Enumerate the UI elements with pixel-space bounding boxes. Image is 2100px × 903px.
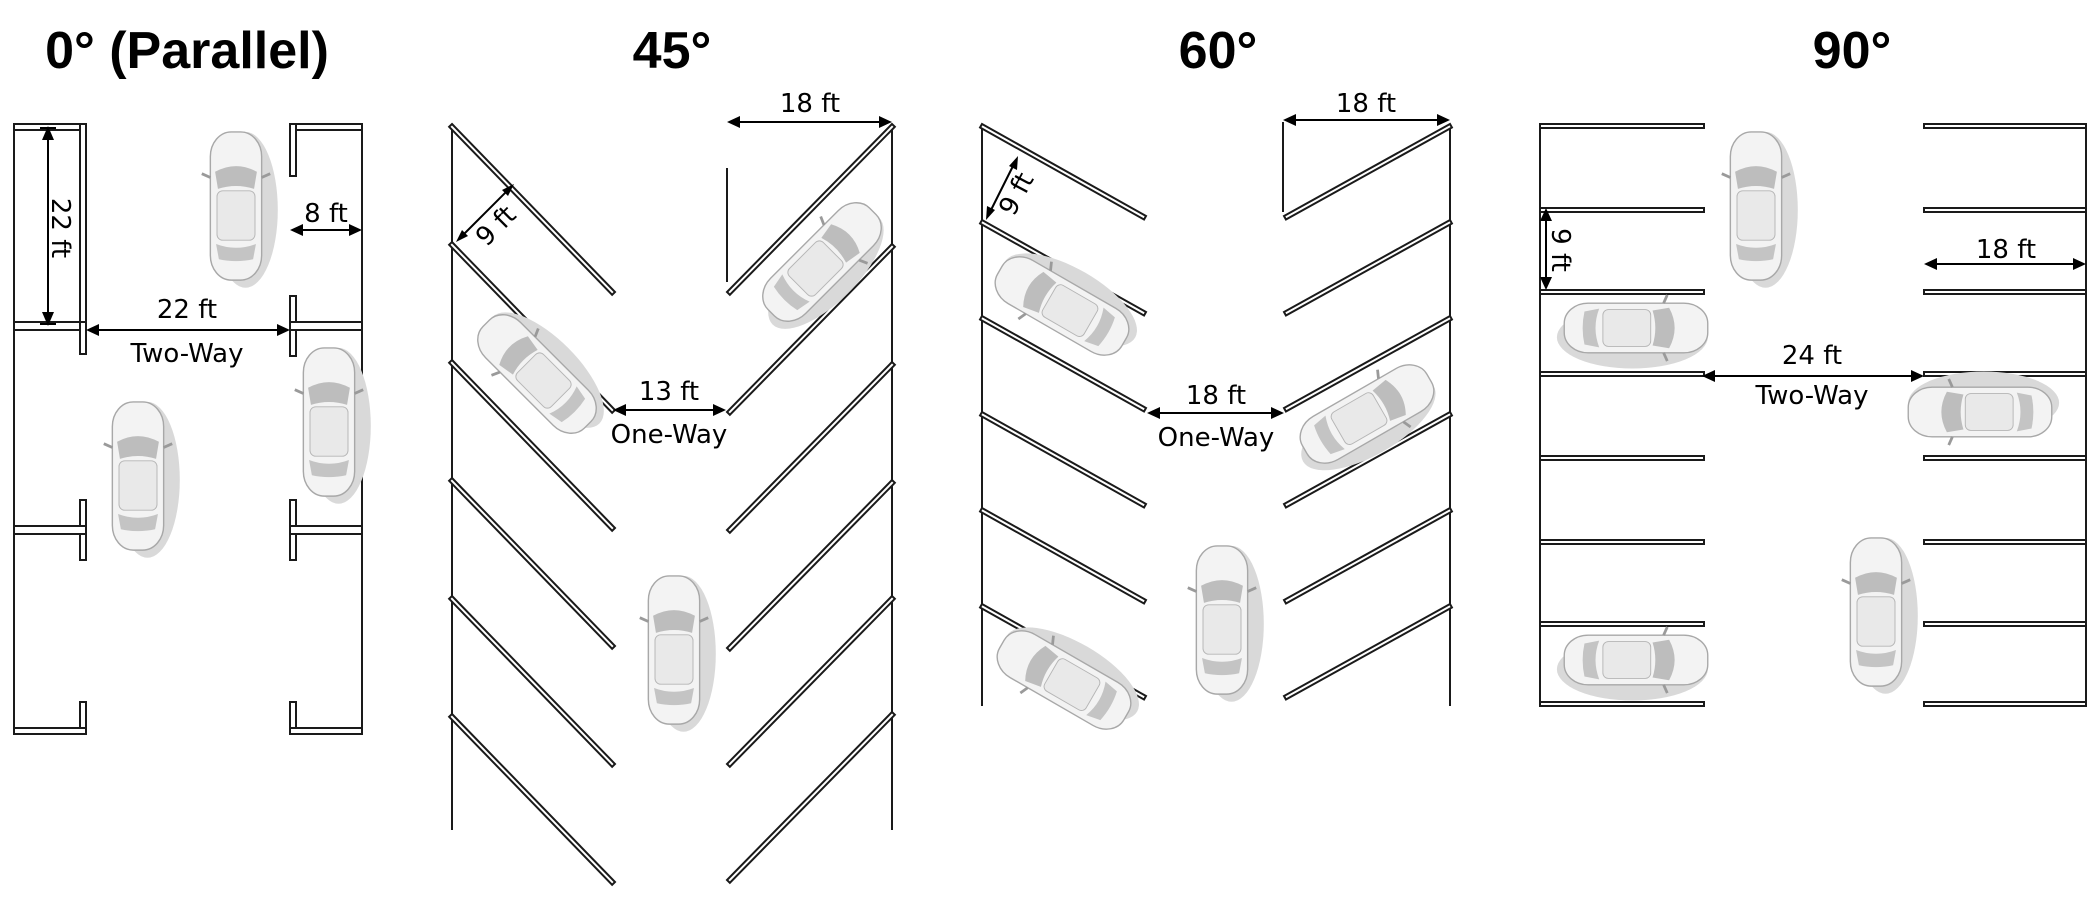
stall-length-label: 22 ft bbox=[45, 198, 75, 258]
stall-width-label: 9 ft bbox=[1545, 228, 1575, 272]
stall-stripe bbox=[1282, 218, 1454, 317]
panel-title-60: 60° bbox=[1179, 22, 1258, 80]
stall-stripe bbox=[978, 122, 1148, 221]
car-icon bbox=[1720, 130, 1800, 290]
stall-stripe bbox=[725, 710, 897, 885]
car-icon bbox=[1280, 348, 1451, 490]
aisle-type-label: Two-Way bbox=[130, 339, 244, 369]
aisle-width-label: 22 ft bbox=[157, 295, 217, 325]
stall-depth-label: 18 ft bbox=[1976, 235, 2036, 265]
car-icon bbox=[983, 607, 1155, 750]
stall-width-label: 8 ft bbox=[304, 199, 348, 229]
stall-stripe bbox=[725, 122, 897, 297]
car-icon bbox=[1555, 625, 1710, 702]
car-icon bbox=[638, 574, 718, 734]
car-icon bbox=[461, 293, 623, 455]
stall-stripe bbox=[1539, 123, 1705, 129]
aisle-width-label: 13 ft bbox=[639, 377, 699, 407]
stall-stripe bbox=[1539, 371, 1705, 377]
panel-90: 9 ft 18 ft 24 ft Two-Way bbox=[1539, 123, 2087, 707]
stall-stripe bbox=[1282, 410, 1454, 509]
aisle-type-label: Two-Way bbox=[1755, 381, 1869, 411]
panel-45: 18 ft 9 ft 13 ft One-Way bbox=[447, 89, 903, 887]
panel-parallel: 22 ft 8 ft 22 ft Two-Way bbox=[13, 123, 373, 735]
stall-depth-dimension: 18 ft bbox=[1283, 89, 1450, 126]
panel-60: 18 ft 9 ft 18 ft One-Way bbox=[978, 89, 1454, 750]
stall-stripe bbox=[1282, 602, 1454, 701]
stall-depth-dimension: 18 ft bbox=[1924, 235, 2086, 270]
stall-stripe bbox=[978, 506, 1148, 605]
stall-width-label: 9 ft bbox=[993, 168, 1040, 221]
stall-length-dimension: 22 ft bbox=[40, 126, 75, 326]
stall-stripe bbox=[447, 594, 617, 769]
stall-stripe bbox=[725, 360, 897, 535]
car-icon bbox=[200, 130, 280, 290]
stall-width-label: 9 ft bbox=[470, 200, 522, 252]
aisle-width-label: 24 ft bbox=[1782, 341, 1842, 371]
stall-width-dimension: 8 ft bbox=[290, 199, 362, 236]
car-icon bbox=[102, 400, 182, 560]
stall-stripe bbox=[1539, 621, 1705, 627]
stall-stripe bbox=[1282, 122, 1454, 221]
aisle-width-dimension: 13 ft One-Way bbox=[611, 377, 728, 450]
stall-stripe bbox=[1282, 506, 1454, 605]
aisle-width-dimension: 22 ft Two-Way bbox=[86, 295, 290, 369]
car-icon bbox=[1555, 293, 1710, 370]
stall-stripe bbox=[1923, 539, 2087, 545]
stall-stripe bbox=[447, 476, 617, 651]
stall-stripe bbox=[725, 478, 897, 653]
aisle-width-dimension: 18 ft One-Way bbox=[1147, 381, 1284, 453]
aisle-type-label: One-Way bbox=[1158, 423, 1275, 453]
stall-stripe bbox=[1923, 701, 2087, 707]
car-icon bbox=[741, 186, 903, 348]
left-stall-lines bbox=[447, 122, 617, 887]
stall-stripe bbox=[1923, 207, 2087, 213]
car-icon bbox=[1906, 370, 2061, 447]
stall-stripe bbox=[725, 594, 897, 769]
stall-stripe bbox=[978, 314, 1148, 413]
car-icon bbox=[1840, 536, 1920, 696]
stall-stripe bbox=[447, 122, 617, 297]
aisle-type-label: One-Way bbox=[611, 420, 728, 450]
panel-title-45: 45° bbox=[633, 22, 712, 80]
stall-width-dimension: 9 ft bbox=[456, 184, 522, 252]
stall-depth-label: 18 ft bbox=[1336, 89, 1396, 119]
stall-width-dimension: 9 ft bbox=[1540, 208, 1575, 290]
stall-stripe bbox=[1539, 455, 1705, 461]
right-stall-lines bbox=[1282, 122, 1454, 701]
stall-stripe bbox=[1539, 289, 1705, 295]
car-icon bbox=[1186, 544, 1266, 704]
aisle-width-label: 18 ft bbox=[1186, 381, 1246, 411]
stall-stripe bbox=[1282, 314, 1454, 413]
stall-depth-label: 18 ft bbox=[780, 89, 840, 119]
stall-stripe bbox=[447, 358, 617, 533]
stall-stripe bbox=[1539, 207, 1705, 213]
panel-title-90: 90° bbox=[1813, 22, 1892, 80]
panel-title-parallel: 0° (Parallel) bbox=[45, 22, 329, 80]
stall-stripe bbox=[1923, 289, 2087, 295]
stall-stripe bbox=[447, 712, 617, 887]
aisle-width-dimension: 24 ft Two-Way bbox=[1702, 341, 1924, 411]
stall-stripe bbox=[1539, 701, 1705, 707]
stall-stripe bbox=[1923, 621, 2087, 627]
stall-stripe bbox=[1539, 539, 1705, 545]
stall-stripe bbox=[1923, 455, 2087, 461]
stall-depth-dimension: 18 ft bbox=[727, 89, 892, 128]
stall-stripe bbox=[1923, 123, 2087, 129]
stall-stripe bbox=[978, 410, 1148, 509]
left-stall-lines bbox=[1539, 123, 1705, 707]
car-icon bbox=[293, 346, 373, 506]
stall-width-dimension: 9 ft bbox=[986, 156, 1040, 221]
